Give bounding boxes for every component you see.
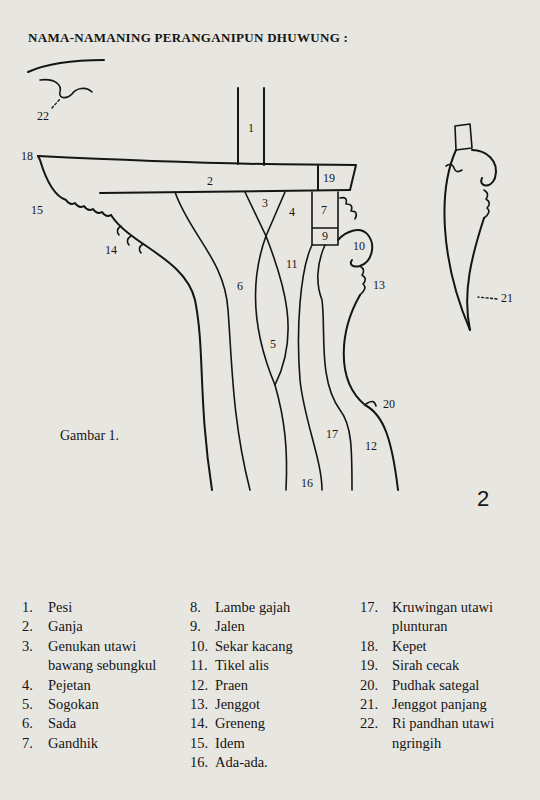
part-number: 21.: [360, 695, 378, 714]
inset-detail: [446, 164, 462, 171]
part-number: 6.: [22, 714, 33, 733]
callout-number: 9: [321, 230, 329, 243]
pesi-tang: [238, 88, 264, 165]
part-number: 3.: [22, 637, 33, 656]
page-title: NAMA-NAMANING PERANGANIPUN DHUWUNG :: [28, 30, 348, 46]
part-number: 13.: [190, 695, 208, 714]
inset-sekar-kacang: [472, 150, 496, 186]
part-name: Kruwingan utawi plunturan: [392, 598, 522, 637]
part-name: Sogokan: [48, 695, 176, 714]
part-number: 8.: [190, 598, 201, 617]
callout-number: 5: [269, 338, 277, 351]
callout-number: 18: [20, 150, 34, 163]
ganja-top: [38, 156, 356, 190]
part-name: Lambe gajah: [215, 598, 355, 617]
page-number: 2: [477, 487, 489, 511]
part-name: Sirah cecak: [392, 656, 522, 675]
part-name: Jalen: [215, 617, 355, 636]
part-name: Idem: [215, 734, 355, 753]
part-number: 5.: [22, 695, 33, 714]
figure-caption: Gambar 1.: [60, 428, 119, 444]
part-name: Pejetan: [48, 676, 176, 695]
part-number: 20.: [360, 676, 378, 695]
inset-jenggot: [484, 190, 489, 218]
part-number: 16.: [190, 753, 208, 772]
callout-number: 14: [104, 244, 118, 257]
inset-right-edge: [467, 218, 484, 330]
part-number: 9.: [190, 617, 201, 636]
callout-number: 2: [206, 175, 214, 188]
part-number: 19.: [360, 656, 378, 675]
callout-number: 12: [364, 440, 378, 453]
part-name: Praen: [215, 676, 355, 695]
part-name: Sekar kacang: [215, 637, 355, 656]
greneng-marks: [117, 226, 143, 253]
part-name: Jenggot panjang: [392, 695, 522, 714]
blade-right-edge: [344, 295, 398, 490]
tikel-alis-line: [318, 245, 352, 490]
callout-number: 7: [320, 204, 328, 217]
ada-ada-line: [275, 385, 287, 490]
callout-number: 19: [322, 172, 336, 185]
part-name: Ganja: [48, 617, 176, 636]
pudhak-sategal: [366, 401, 376, 406]
part-number: 7.: [22, 734, 33, 753]
callout-number: 11: [285, 258, 299, 271]
callout-number: 16: [300, 477, 314, 490]
part-number: 4.: [22, 676, 33, 695]
sekar-kacang: [338, 230, 372, 266]
part-number: 18.: [360, 637, 378, 656]
lambe-gajah: [340, 198, 356, 219]
callout-number: 1: [247, 122, 255, 135]
part-name: Gandhik: [48, 734, 176, 753]
part-name: Pesi: [48, 598, 176, 617]
callout-number: 15: [30, 204, 44, 217]
leader-line: [478, 297, 497, 299]
part-number: 22.: [360, 714, 378, 733]
part-name: Greneng: [215, 714, 355, 733]
part-number: 10.: [190, 637, 208, 656]
part-number: 1.: [22, 598, 33, 617]
part-name: Ri pandhan utawi ngringih: [392, 714, 522, 753]
genukan-lines: [245, 192, 285, 236]
callout-number: 22: [36, 110, 50, 123]
blade-left-edge: [111, 215, 212, 490]
callout-number: 17: [325, 428, 339, 441]
callout-number: 20: [382, 398, 396, 411]
part-name: Pudhak sategal: [392, 676, 522, 695]
part-number: 2.: [22, 617, 33, 636]
part-name: Tikel alis: [215, 656, 355, 675]
callout-number: 3: [261, 197, 269, 210]
part-name: Ada-ada.: [215, 753, 355, 772]
leader-line: [52, 99, 60, 108]
callout-number: 4: [288, 206, 296, 219]
part-name: Genukan utawi bawang sebungkul: [48, 637, 176, 676]
part-number: 17.: [360, 598, 378, 617]
ri-pandhan-detail: [40, 80, 92, 98]
sada-line: [175, 192, 250, 490]
inset-gandhik: [455, 124, 472, 150]
callout-number: 10: [352, 240, 366, 253]
part-name: Jenggot: [215, 695, 355, 714]
callout-number: 21: [500, 292, 514, 305]
callout-number: 6: [236, 280, 244, 293]
part-number: 11.: [190, 656, 208, 675]
part-number: 14.: [190, 714, 208, 733]
sogokan-left: [256, 236, 275, 385]
gandhik-lines: [312, 192, 338, 245]
part-number: 15.: [190, 734, 208, 753]
part-number: 12.: [190, 676, 208, 695]
ganja-underside-greneng: [38, 156, 111, 216]
inset-ganja-edge: [28, 60, 104, 72]
part-name: Kepet: [392, 637, 522, 656]
jenggot: [360, 266, 365, 295]
part-name: Sada: [48, 714, 176, 733]
callout-number: 13: [372, 279, 386, 292]
sirah-cecak-divider: [317, 166, 319, 190]
